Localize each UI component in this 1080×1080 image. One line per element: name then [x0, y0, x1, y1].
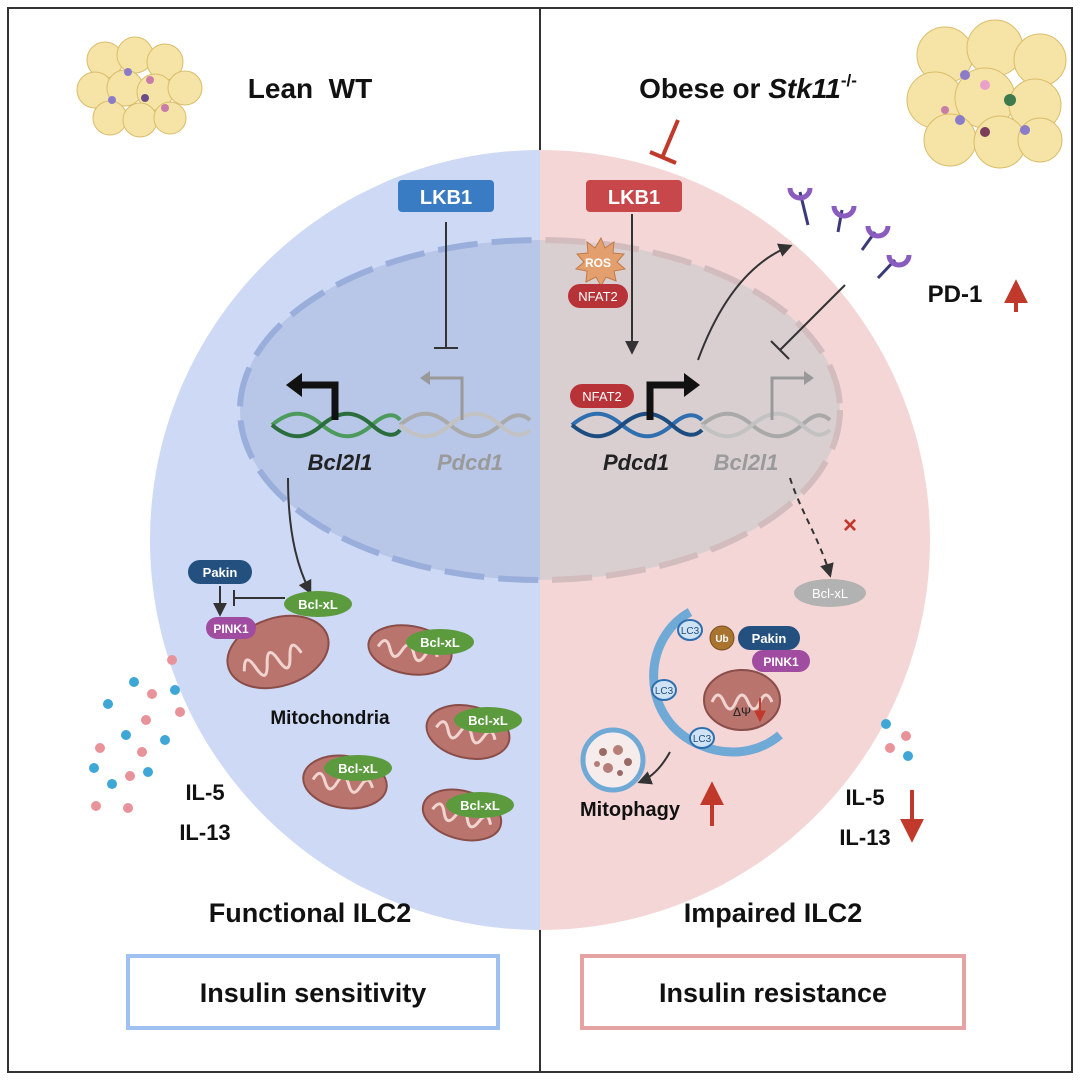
obesity-inhibit-line — [660, 119, 680, 159]
left-cytokine-dots — [89, 655, 185, 813]
right-condition-sup: -/- — [841, 71, 857, 90]
obesity-inhibit-bar — [649, 150, 677, 165]
left-cytokine-2: IL-13 — [179, 820, 230, 845]
right-bcl2l1-tss-arrow — [770, 376, 806, 420]
pd1-inhibit-bar — [770, 340, 790, 360]
right-condition-prefix: Obese or — [639, 73, 768, 104]
left-lkb1-box — [398, 180, 494, 212]
ros-label: ROS — [585, 256, 611, 270]
right-pink1-label: PINK1 — [763, 655, 799, 669]
left-dna-inactive — [398, 411, 532, 439]
lc3-markers: LC3 LC3 LC3 — [651, 619, 715, 749]
left-bclxl-5-pill — [446, 792, 514, 818]
left-pakin-pill — [188, 560, 252, 584]
right-inactive-gene-label: Bcl2l1 — [714, 450, 779, 475]
left-bclxl-4-label: Bcl-xL — [338, 761, 378, 776]
ub-marker — [709, 625, 735, 651]
blocked-bclxl-arrow — [789, 477, 834, 578]
left-bclxl-5-label: Bcl-xL — [460, 798, 500, 813]
left-mitochondria-label: Mitochondria — [270, 708, 390, 729]
left-pakin-label: Pakin — [203, 565, 238, 580]
blocked-mark: × — [843, 512, 857, 539]
right-pakin-label: Pakin — [752, 631, 787, 646]
left-phenotype-box — [126, 954, 500, 1030]
left-bclxl-2-label: Bcl-xL — [420, 635, 460, 650]
left-dna-active — [270, 411, 402, 439]
mitophagy-arrow — [637, 751, 671, 785]
right-phenotype-label: Insulin resistance — [659, 978, 887, 1008]
left-lkb1-label: LKB1 — [420, 187, 472, 209]
right-condition-label: Obese or Stk11-/- — [639, 71, 857, 104]
right-active-gene-label: Pdcd1 — [603, 450, 669, 475]
left-phenotype-label: Insulin sensitivity — [200, 978, 427, 1008]
mitophagy-label: Mitophagy — [580, 799, 681, 821]
right-bcl2l1-tss-head — [804, 371, 814, 385]
left-bclxl-2-pill — [406, 629, 474, 655]
left-outcome-label: Functional ILC2 — [209, 898, 412, 928]
ros-burst-icon — [574, 236, 627, 288]
pd1-inhibit-line — [779, 284, 846, 351]
left-pink1-pill — [206, 617, 256, 639]
right-dna-inactive — [700, 411, 832, 439]
left-cytokine-1: IL-5 — [185, 780, 224, 805]
left-pdcd1-tss-arrow — [428, 376, 464, 420]
left-condition-label: Lean WT — [248, 73, 372, 104]
left-active-gene-label: Bcl2l1 — [308, 450, 373, 475]
lc3-label-3: LC3 — [693, 734, 712, 745]
right-phenotype-box — [580, 954, 966, 1030]
left-pink1-label: PINK1 — [213, 622, 249, 636]
right-cytokine-1: IL-5 — [845, 785, 884, 810]
lean-adipose-icon — [76, 36, 203, 138]
right-outcome-label: Impaired ILC2 — [684, 898, 863, 928]
phagophore-membrane — [649, 608, 783, 757]
pd1-expression-arrow — [697, 243, 793, 361]
lc3-label-1: LC3 — [681, 626, 700, 637]
right-bclxl-label: Bcl-xL — [812, 586, 848, 601]
right-condition-gene: Stk11 — [768, 73, 841, 104]
lc3-label-2: LC3 — [655, 686, 674, 697]
lysosome-icon — [580, 727, 646, 793]
right-nfat2-pill-1 — [568, 284, 628, 308]
left-bclxl-main-label: Bcl-xL — [298, 597, 338, 612]
left-bclxl-main-pill — [284, 591, 352, 617]
right-damaged-mitochondrion — [703, 669, 781, 731]
left-pdcd1-tss-head — [420, 371, 430, 385]
left-inactive-gene-label: Pdcd1 — [437, 450, 503, 475]
pd1-label: PD-1 — [928, 281, 983, 308]
right-cytokine-dots — [881, 719, 913, 761]
right-cytokine-2: IL-13 — [839, 825, 890, 850]
right-lkb1-label: LKB1 — [608, 187, 660, 209]
membrane-potential-label: ΔΨ — [733, 705, 751, 719]
left-expression-arrow — [287, 477, 312, 595]
left-bcl2l1-tss-head — [286, 373, 302, 397]
right-nfat2-label-1: NFAT2 — [578, 289, 618, 304]
ub-label: Ub — [715, 634, 728, 645]
right-pink1-pill — [752, 650, 810, 672]
left-bclxl-3-pill — [454, 707, 522, 733]
left-bclxl-3-label: Bcl-xL — [468, 713, 508, 728]
obese-adipose-icon — [906, 19, 1067, 169]
right-pdcd1-tss-head — [684, 373, 700, 397]
right-lkb1-box — [586, 180, 682, 212]
right-bclxl-pill — [794, 579, 866, 607]
left-bclxl-4-pill — [324, 755, 392, 781]
right-pdcd1-tss-arrow — [646, 381, 688, 420]
pd1-receptors — [787, 187, 912, 280]
right-pakin-pill — [738, 626, 800, 650]
right-nfat2-label-2: NFAT2 — [582, 389, 622, 404]
left-bcl2l1-tss-arrow — [298, 381, 339, 420]
right-nfat2-pill-2 — [570, 384, 634, 408]
